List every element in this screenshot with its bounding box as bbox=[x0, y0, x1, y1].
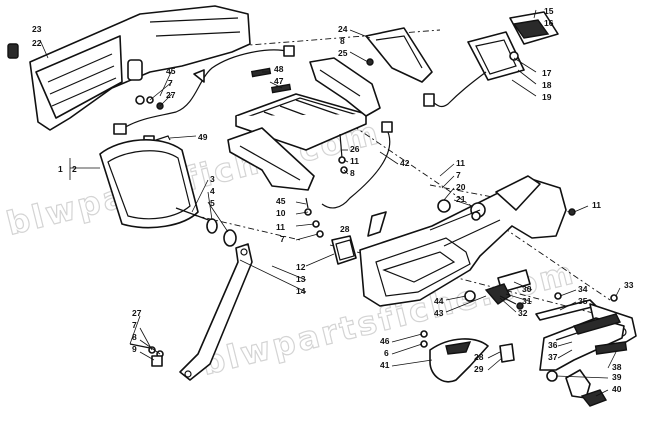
callout-28: 28 bbox=[340, 224, 350, 234]
callout-27: 27 bbox=[166, 90, 176, 100]
callout-24: 24 bbox=[338, 24, 348, 34]
callout-44: 44 bbox=[434, 296, 444, 306]
callout-33: 33 bbox=[624, 280, 634, 290]
callout-7-right: 7 bbox=[456, 170, 461, 180]
callout-37: 37 bbox=[548, 352, 558, 362]
backrest-pad bbox=[99, 139, 199, 229]
reflector-strip-lower bbox=[270, 83, 292, 94]
callout-13: 13 bbox=[296, 274, 306, 284]
bolt-stack-center bbox=[338, 133, 348, 174]
callout-25: 25 bbox=[338, 48, 348, 58]
strap-28 bbox=[367, 211, 387, 237]
callout-8-lower: 8 bbox=[132, 332, 137, 342]
callout-labels: 23 22 45 7 27 49 48 47 24 8 25 15 16 17 … bbox=[32, 6, 634, 394]
callout-23: 23 bbox=[32, 24, 42, 34]
callout-43: 43 bbox=[434, 308, 444, 318]
callout-5: 5 bbox=[210, 198, 215, 208]
seat-support-plate bbox=[227, 127, 315, 191]
bracket-28-29 bbox=[499, 343, 515, 363]
rear-hitch-frame bbox=[359, 175, 567, 307]
callout-41: 41 bbox=[380, 360, 390, 370]
reflector-strip-upper bbox=[250, 67, 272, 78]
side-reflector bbox=[331, 235, 357, 265]
callout-21: 21 bbox=[456, 194, 466, 204]
callout-27-lower: 27 bbox=[132, 308, 142, 318]
rear-frame-assembly bbox=[7, 5, 251, 131]
backrest-arm bbox=[179, 243, 253, 381]
callout-14: 14 bbox=[296, 286, 306, 296]
callout-45: 45 bbox=[166, 66, 176, 76]
callout-10: 10 bbox=[276, 208, 286, 218]
callout-31: 31 bbox=[522, 296, 532, 306]
callout-11-far-right: 11 bbox=[592, 200, 601, 210]
tail-light-lens bbox=[423, 11, 559, 108]
tail-light-housing bbox=[365, 27, 433, 83]
callout-19: 19 bbox=[542, 92, 552, 102]
callout-22: 22 bbox=[32, 38, 42, 48]
callout-8-center: 8 bbox=[350, 168, 355, 178]
callout-20: 20 bbox=[456, 182, 466, 192]
washer-20 bbox=[437, 199, 451, 213]
callout-15: 15 bbox=[544, 6, 554, 16]
grip-38 bbox=[594, 341, 628, 355]
callout-48: 48 bbox=[274, 64, 284, 74]
callout-29: 29 bbox=[474, 364, 484, 374]
callout-40: 40 bbox=[612, 384, 622, 394]
callout-35: 35 bbox=[578, 296, 588, 306]
hitch-pin-set bbox=[546, 369, 608, 407]
callout-6: 6 bbox=[384, 348, 389, 358]
callout-1: 1 bbox=[58, 164, 63, 174]
fastener-set-center bbox=[304, 197, 324, 238]
callout-49: 49 bbox=[198, 132, 208, 142]
callout-39: 39 bbox=[612, 372, 622, 382]
callout-7-center: 7 bbox=[280, 234, 285, 244]
hitch-plate-assembly bbox=[464, 269, 531, 310]
callout-7-lower: 7 bbox=[132, 320, 137, 330]
cable-42 bbox=[321, 121, 393, 209]
callout-4: 4 bbox=[210, 186, 215, 196]
callout-47: 47 bbox=[274, 76, 284, 86]
callout-3: 3 bbox=[210, 174, 215, 184]
callout-11-right: 11 bbox=[456, 158, 465, 168]
callout-7: 7 bbox=[168, 78, 173, 88]
callout-17: 17 bbox=[542, 68, 552, 78]
callout-42: 42 bbox=[400, 158, 410, 168]
callout-16: 16 bbox=[544, 18, 554, 28]
callout-32: 32 bbox=[518, 308, 528, 318]
callout-9: 9 bbox=[132, 344, 137, 354]
callout-2: 2 bbox=[72, 164, 77, 174]
callout-34: 34 bbox=[578, 284, 588, 294]
leader-lines bbox=[39, 9, 621, 397]
callout-30: 30 bbox=[522, 284, 532, 294]
callout-45-center: 45 bbox=[276, 196, 286, 206]
callout-18: 18 bbox=[542, 80, 552, 90]
frame-bracket bbox=[7, 43, 19, 59]
callout-38: 38 bbox=[612, 362, 622, 372]
callout-11-center: 11 bbox=[276, 222, 285, 232]
callout-12: 12 bbox=[296, 262, 306, 272]
callout-46: 46 bbox=[380, 336, 390, 346]
callout-26: 26 bbox=[350, 144, 360, 154]
callout-8: 8 bbox=[340, 36, 345, 46]
callout-11: 11 bbox=[350, 156, 359, 166]
backrest-mount-hardware bbox=[175, 207, 237, 247]
callout-36: 36 bbox=[548, 340, 558, 350]
handle-bracket bbox=[309, 57, 381, 117]
callout-28-lower: 28 bbox=[474, 352, 484, 362]
